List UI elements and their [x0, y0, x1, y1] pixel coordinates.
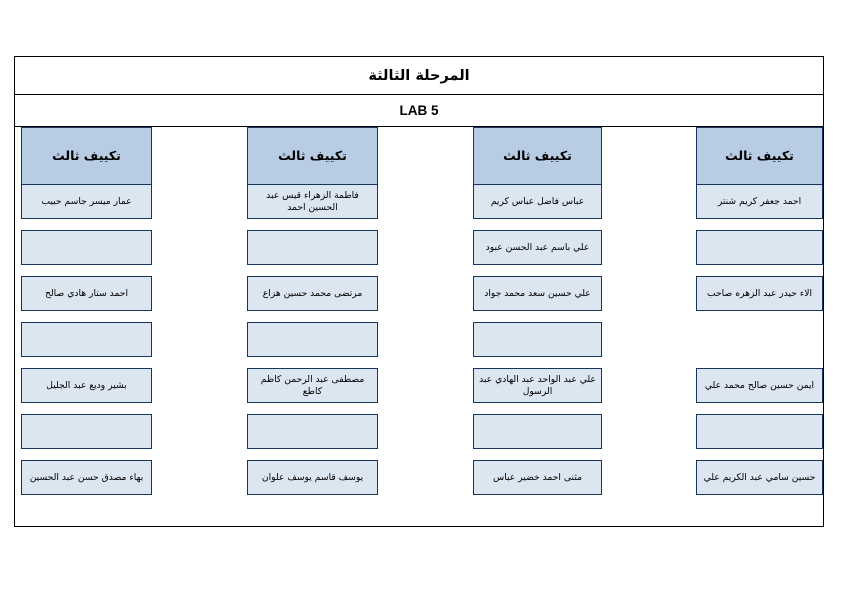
- student-cell: يوسف قاسم يوسف علوان: [247, 460, 378, 495]
- student-cell: [247, 230, 378, 265]
- empty-slot: [696, 322, 823, 357]
- student-cell: فاطمة الزهراء قيس عبد الحسين احمد: [247, 184, 378, 219]
- student-cell: [696, 230, 823, 265]
- student-cell: [473, 322, 602, 357]
- student-cell: علي حسين سعد محمد جواد: [473, 276, 602, 311]
- student-cell: [247, 414, 378, 449]
- page-title: المرحلة الثالثة: [368, 67, 470, 84]
- student-cell: [21, 414, 152, 449]
- student-cell: مثنى احمد خضير عباس: [473, 460, 602, 495]
- student-cell: عباس فاضل عباس كريم: [473, 184, 602, 219]
- column-header-1: تكييف ثالث: [21, 127, 152, 184]
- student-cell: [21, 230, 152, 265]
- column-header-3: تكييف ثالث: [473, 127, 602, 184]
- student-cell: علي عبد الواحد عبد الهادي عبد الرسول: [473, 368, 602, 403]
- column-header-2: تكييف ثالث: [247, 127, 378, 184]
- table-title-row: المرحلة الثالثة: [15, 57, 823, 95]
- student-cell: مرتضى محمد حسين هزاع: [247, 276, 378, 311]
- group-column-1: تكييف ثالث عمار ميسر جاسم حبيب احمد ستار…: [21, 127, 152, 506]
- student-cell: علي باسم عبد الحسن عبود: [473, 230, 602, 265]
- schedule-table: المرحلة الثالثة LAB 5 تكييف ثالث عمار مي…: [14, 56, 824, 527]
- student-cell: [473, 414, 602, 449]
- lab-subtitle-row: LAB 5: [15, 95, 823, 127]
- student-cell: ايمن حسين صالح محمد علي: [696, 368, 823, 403]
- student-cell: [21, 322, 152, 357]
- student-cell: بهاء مصدق حسن عبد الحسين: [21, 460, 152, 495]
- group-column-4: تكييف ثالث احمد جعفر كريم شنتر الاء حيدر…: [696, 127, 823, 506]
- student-cell: احمد جعفر كريم شنتر: [696, 184, 823, 219]
- student-cell: مصطفى عبد الرحمن كاظم كاطع: [247, 368, 378, 403]
- student-cell: [247, 322, 378, 357]
- student-cell: الاء حيدر عبد الزهره صاحب: [696, 276, 823, 311]
- student-cell: بشير وديع عبد الجليل: [21, 368, 152, 403]
- student-cell: [696, 414, 823, 449]
- group-column-2: تكييف ثالث فاطمة الزهراء قيس عبد الحسين …: [247, 127, 378, 506]
- student-cell: عمار ميسر جاسم حبيب: [21, 184, 152, 219]
- student-cell: حسين سامي عبد الكريم علي: [696, 460, 823, 495]
- column-header-4: تكييف ثالث: [696, 127, 823, 184]
- student-cell: احمد ستار هادي صالح: [21, 276, 152, 311]
- lab-label: LAB 5: [399, 103, 439, 118]
- columns-grid: تكييف ثالث عمار ميسر جاسم حبيب احمد ستار…: [15, 127, 823, 525]
- group-column-3: تكييف ثالث عباس فاضل عباس كريم علي باسم …: [473, 127, 602, 506]
